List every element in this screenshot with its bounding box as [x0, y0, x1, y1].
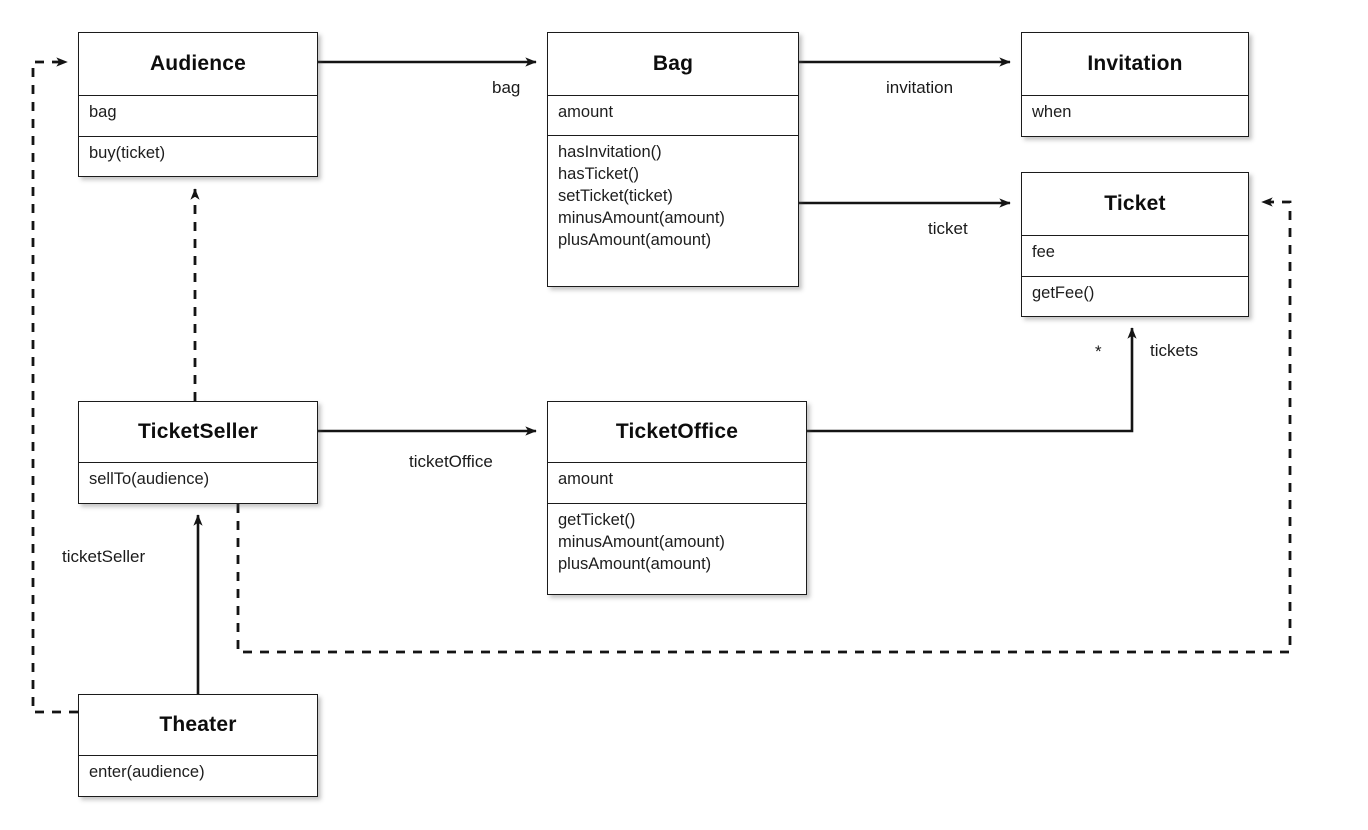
operation-row: minusAmount(amount) [558, 208, 725, 227]
edge-label-ticket: ticket [928, 219, 968, 238]
class-box-audience[interactable]: Audience bag buy(ticket) [78, 32, 318, 177]
class-operations-ticketoffice: getTicket() minusAmount(amount) plusAmou… [548, 503, 806, 596]
operation-row: sellTo(audience) [89, 470, 210, 488]
edge-label-tickets-multiplicity: * [1095, 342, 1102, 361]
class-name-invitation: Invitation [1087, 52, 1183, 75]
operation-row: enter(audience) [89, 763, 205, 781]
operation-row: getFee() [1032, 284, 1095, 302]
class-box-theater[interactable]: Theater enter(audience) [78, 694, 318, 797]
operation-row: setTicket(ticket) [558, 186, 673, 205]
operation-row: buy(ticket) [89, 144, 166, 162]
class-name-bag: Bag [652, 52, 694, 75]
class-box-ticket[interactable]: Ticket fee getFee() [1021, 172, 1249, 317]
class-name-theater: Theater [159, 713, 237, 736]
operation-row: hasTicket() [558, 164, 639, 183]
attribute-row: amount [558, 103, 614, 121]
operation-row: minusAmount(amount) [558, 532, 725, 551]
class-box-ticketseller[interactable]: TicketSeller sellTo(audience) [78, 401, 318, 504]
class-name-ticketseller: TicketSeller [138, 420, 258, 443]
edge-label-ticketoffice: ticketOffice [409, 452, 493, 471]
class-attributes-audience: bag [79, 95, 317, 136]
class-operations-bag: hasInvitation() hasTicket() setTicket(ti… [548, 135, 798, 288]
class-name-ticketoffice: TicketOffice [615, 420, 739, 443]
class-box-ticketoffice[interactable]: TicketOffice amount getTicket() minusAmo… [547, 401, 807, 595]
class-operations-ticket: getFee() [1022, 276, 1248, 318]
class-operations-theater: enter(audience) [79, 755, 317, 798]
class-operations-ticketseller: sellTo(audience) [79, 462, 317, 505]
attribute-row: amount [558, 470, 614, 488]
operation-row: hasInvitation() [558, 143, 662, 161]
edge-label-ticketseller: ticketSeller [62, 547, 146, 566]
edge-label-tickets: tickets [1150, 341, 1199, 360]
class-attributes-invitation: when [1022, 95, 1248, 138]
class-box-bag[interactable]: Bag amount hasInvitation() hasTicket() s… [547, 32, 799, 287]
edge-label-bag: bag [492, 78, 521, 97]
edge-theater-audience-dependency [31, 57, 78, 714]
class-box-invitation[interactable]: Invitation when [1021, 32, 1249, 137]
class-name-audience: Audience [149, 52, 247, 75]
class-attributes-ticketoffice: amount [548, 462, 806, 503]
attribute-row: bag [89, 103, 117, 121]
attribute-row: when [1032, 103, 1072, 121]
operation-row: plusAmount(amount) [558, 554, 712, 573]
class-attributes-ticket: fee [1022, 235, 1248, 276]
attribute-row: fee [1032, 243, 1055, 261]
operation-row: plusAmount(amount) [558, 230, 712, 249]
edge-ticketoffice-ticket [807, 327, 1137, 433]
class-attributes-bag: amount [548, 95, 798, 135]
class-operations-audience: buy(ticket) [79, 136, 317, 178]
edge-label-invitation: invitation [886, 78, 954, 97]
operation-row: getTicket() [558, 511, 636, 529]
class-name-ticket: Ticket [1104, 192, 1166, 215]
